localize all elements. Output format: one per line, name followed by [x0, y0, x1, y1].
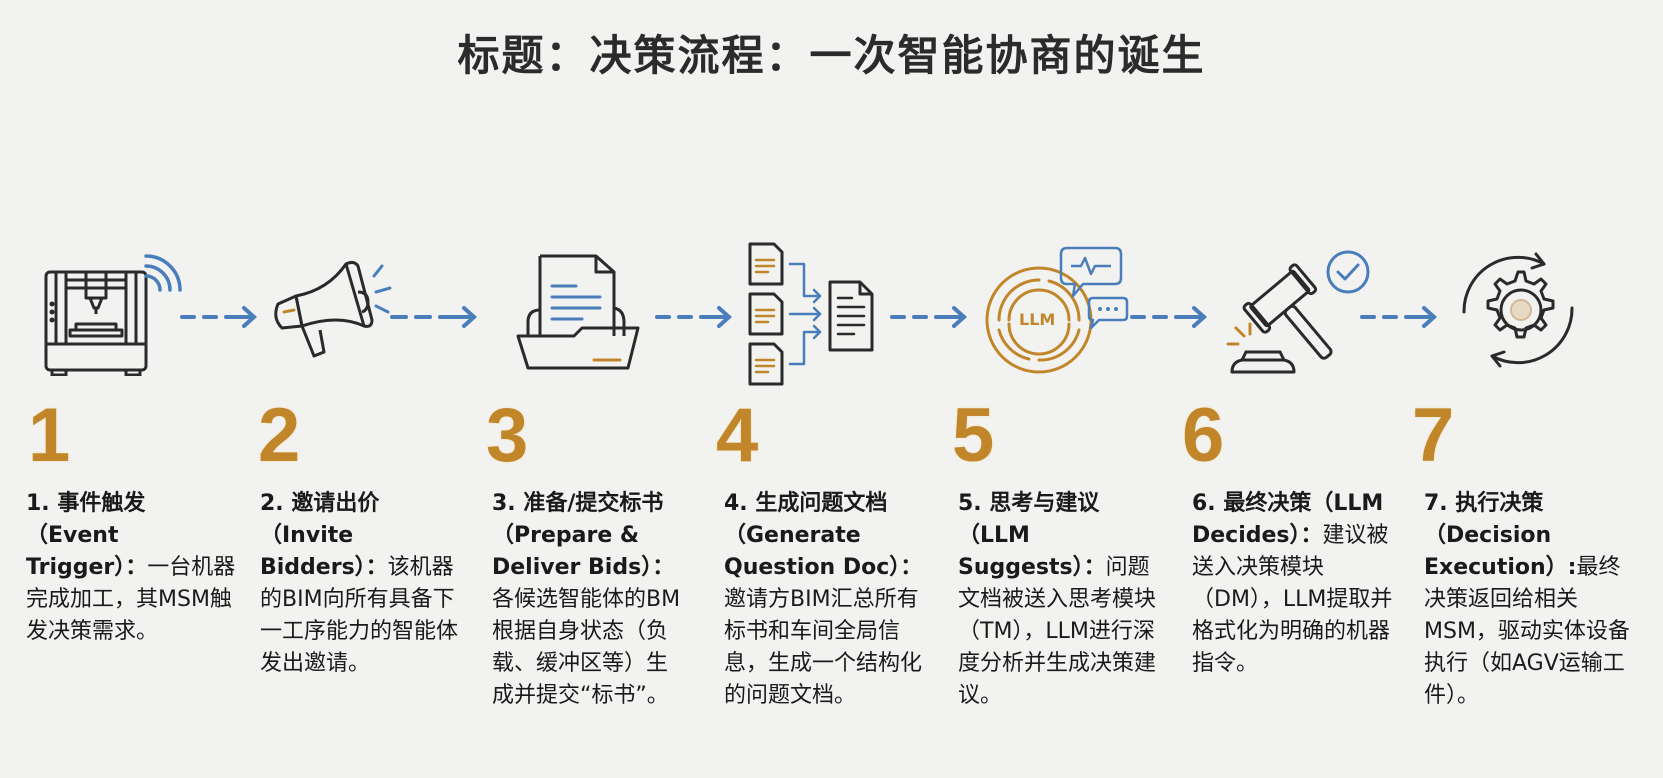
step-heading: 1. 事件触发（Event Trigger）： [26, 491, 148, 580]
step-body: 邀请方BIM汇总所有标书和车间全局信息，生成一个结构化的问题文档。 [724, 587, 923, 708]
step-heading: 6. 最终决策（LLM Decides）： [1192, 491, 1384, 548]
step-description-4: 4. 生成问题文档（Generate Question Doc）：邀请方BIM汇… [724, 488, 934, 712]
gear-cycle-icon [1462, 252, 1574, 368]
flow-arrow-6-7 [1360, 306, 1437, 328]
step-heading: 5. 思考与建议（LLM Suggests）： [958, 491, 1106, 580]
step-number-2: 2 [258, 393, 301, 478]
step-body: 各候选智能体的BM根据自身状态（负载、缓冲区等）生成并提交“标书”。 [492, 587, 681, 708]
gavel-decision-icon [1226, 250, 1370, 374]
step-body: 最终决策返回给相关MSM，驱动实体设备执行（如AGV运输工件）。 [1424, 555, 1630, 708]
step-number-4: 4 [716, 393, 759, 478]
step-description-3: 3. 准备/提交标书（Prepare & Deliver Bids）：各候选智能… [492, 488, 688, 712]
step-number-7: 7 [1412, 393, 1455, 478]
step-number-1: 1 [28, 393, 71, 478]
flow-arrow-5-6 [1130, 306, 1207, 328]
flow-arrow-2-3 [390, 306, 477, 328]
step-description-1: 1. 事件触发（Event Trigger）：一台机器完成加工，其MSM触发决策… [26, 488, 236, 648]
page-title: 标题：决策流程：一次智能协商的诞生 [457, 31, 1206, 80]
step-body: 一台机器完成加工，其MSM触发决策需求。 [26, 555, 236, 644]
flow-arrow-4-5 [890, 306, 967, 328]
step-heading: 7. 执行决策（Decision Execution）: [1424, 491, 1577, 580]
step-body: 该机器的BIM向所有具备下一工序能力的智能体发出邀请。 [260, 555, 459, 676]
document-folder-icon [516, 254, 640, 370]
step-body: 问题文档被送入思考模块（TM），LLM进行深度分析并生成决策建议。 [958, 555, 1157, 708]
llm-thinking-icon: LLM [985, 238, 1135, 378]
step-number-3: 3 [486, 393, 529, 478]
step-description-5: 5. 思考与建议（LLM Suggests）：问题文档被送入思考模块（TM），L… [958, 488, 1168, 712]
step-description-2: 2. 邀请出价（Invite Bidders）：该机器的BIM向所有具备下一工序… [260, 488, 470, 680]
step-description-7: 7. 执行决策（Decision Execution）:最终决策返回给相关MSM… [1424, 488, 1634, 712]
flow-arrow-1-2 [180, 306, 257, 328]
flow-arrow-3-4 [655, 306, 732, 328]
documents-merge-icon [748, 242, 874, 386]
step-description-6: 6. 最终决策（LLM Decides）：建议被送入决策模块（DM），LLM提取… [1192, 488, 1402, 680]
step-body: 建议被送入决策模块（DM），LLM提取并格式化为明确的机器指令。 [1192, 523, 1393, 676]
step-number-6: 6 [1182, 393, 1225, 478]
megaphone-icon [274, 260, 392, 358]
cnc-machine-wireless-icon [44, 254, 182, 376]
step-heading: 4. 生成问题文档（Generate Question Doc）： [724, 491, 923, 580]
llm-label: LLM [1019, 310, 1056, 329]
step-number-5: 5 [952, 393, 995, 478]
step-heading: 2. 邀请出价（Invite Bidders）： [260, 491, 388, 580]
step-heading: 3. 准备/提交标书（Prepare & Deliver Bids）： [492, 491, 675, 580]
